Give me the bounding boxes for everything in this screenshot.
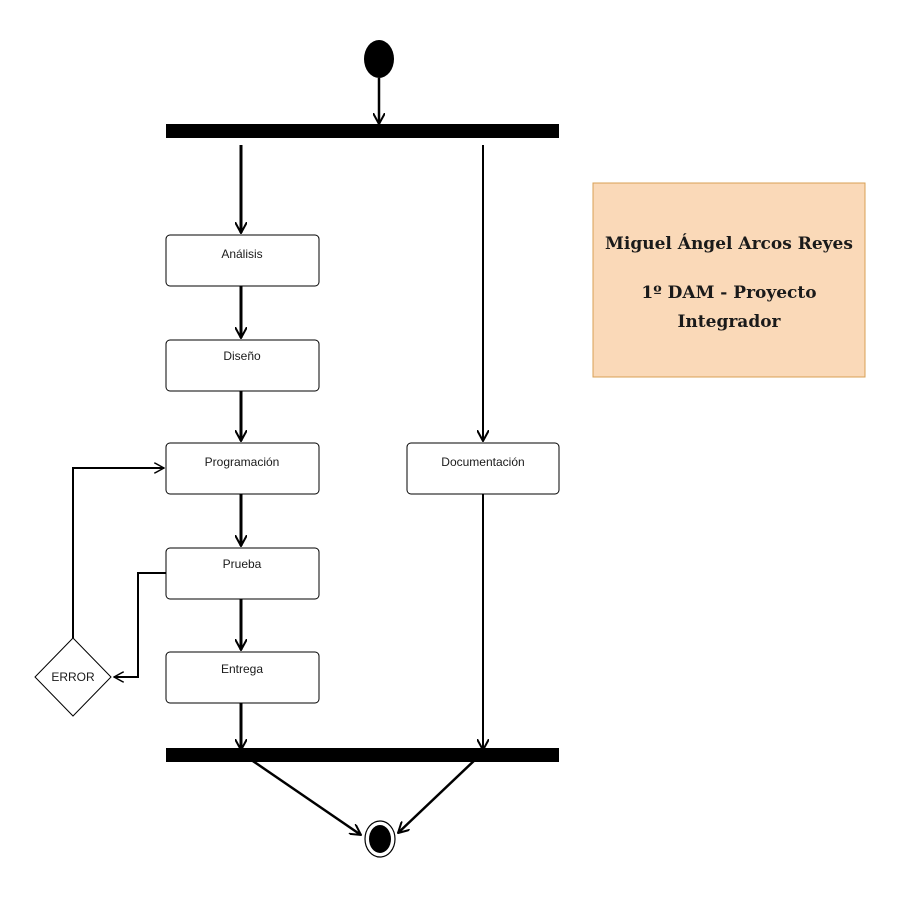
author-note: Miguel Ángel Arcos Reyes 1º DAM - Proyec… xyxy=(592,182,866,378)
activity-prueba-label: Prueba xyxy=(223,557,262,571)
fork-bar xyxy=(166,124,559,138)
activity-diseno: Diseño xyxy=(165,339,320,392)
activity-analisis-label: Análisis xyxy=(221,247,262,261)
activity-entrega-label: Entrega xyxy=(221,662,263,676)
note-author: Miguel Ángel Arcos Reyes xyxy=(605,233,853,254)
activity-prueba: Prueba xyxy=(165,547,320,600)
activity-analisis: Análisis xyxy=(165,234,320,287)
activity-entrega: Entrega xyxy=(165,651,320,704)
join-bar xyxy=(166,748,559,762)
arrow-join-to-final-left xyxy=(246,755,361,835)
note-course-line1: 1º DAM - Proyecto xyxy=(641,283,816,303)
activity-documentacion-label: Documentación xyxy=(441,455,524,469)
final-node xyxy=(364,820,396,858)
decision-error-label: ERROR xyxy=(51,670,95,684)
arrow-prueba-to-error xyxy=(114,572,166,677)
arrow-error-to-programacion xyxy=(72,468,164,638)
activity-programacion-label: Programación xyxy=(205,455,280,469)
initial-node xyxy=(364,40,394,78)
decision-error: ERROR xyxy=(34,637,112,717)
arrow-join-to-final-right xyxy=(398,756,479,833)
activity-programacion: Programación xyxy=(165,442,320,495)
note-course-line2: Integrador xyxy=(677,312,781,332)
activity-diseno-label: Diseño xyxy=(223,349,261,363)
activity-documentacion: Documentación xyxy=(406,442,560,495)
